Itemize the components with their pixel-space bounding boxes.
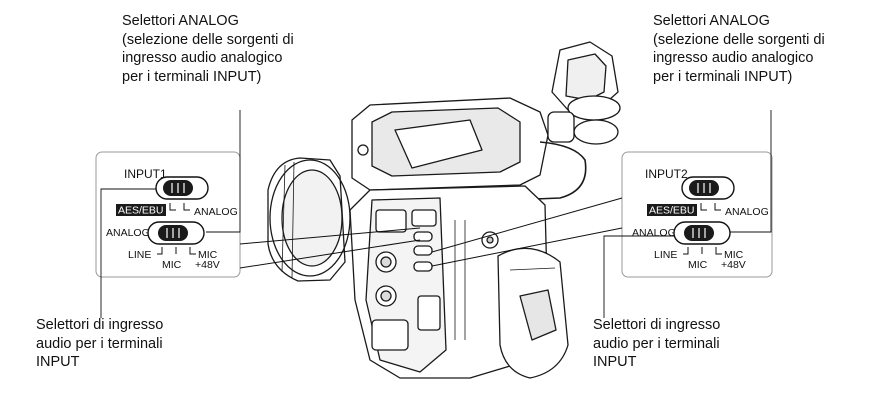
callout-line: ingresso audio analogico (122, 50, 283, 66)
callout-analog-selectors-left: Selettori ANALOG (selezione delle sorgen… (122, 12, 294, 86)
callout-line: per i terminali INPUT) (122, 68, 262, 85)
leader-bottom-left (100, 188, 156, 318)
input1-mic48-option: MIC (198, 249, 218, 261)
input2-mic-option: MIC (688, 259, 708, 271)
input1-label: INPUT1 (124, 167, 167, 181)
camera-illustration (267, 41, 621, 379)
callout-input-selectors-left: Selettori di ingresso audio per i termin… (36, 316, 163, 372)
input2-label: INPUT2 (645, 167, 688, 181)
input2-panel: INPUT2 AES/EBU ANALOG ANALOG LINE MIC MI… (621, 151, 773, 278)
input2-analog-switch (673, 221, 731, 245)
input2-source-switch (681, 176, 735, 200)
leader-top-right (730, 110, 772, 233)
input1-analog-option: ANALOG (194, 206, 238, 218)
input2-aes-badge (647, 204, 697, 216)
input2-aes-label: AES/EBU (649, 205, 695, 217)
callout-line: (selezione delle sorgenti di (653, 31, 825, 48)
camera-lens (267, 157, 351, 282)
input1-switch-label: ANALOG (106, 227, 150, 239)
callout-analog-selectors-right: Selettori ANALOG (selezione delle sorgen… (653, 12, 825, 86)
callout-line: INPUT (36, 354, 80, 370)
callout-line: Selettori ANALOG (653, 13, 770, 29)
input1-aes-label: AES/EBU (118, 205, 164, 217)
callout-line: audio per i terminali (593, 335, 720, 352)
input2-switch-label: ANALOG (632, 227, 676, 239)
callout-line: Selettori ANALOG (122, 13, 239, 29)
input1-line-option: LINE (128, 249, 151, 261)
callout-line: (selezione delle sorgenti di (122, 31, 294, 48)
input2-analog-option: ANALOG (725, 206, 769, 218)
leader-bottom-right (603, 235, 674, 318)
leader-lines (100, 110, 772, 318)
camera-monitor-mount (509, 41, 621, 201)
input2-line-option: LINE (654, 249, 677, 261)
camera-top-handle (351, 97, 549, 191)
leader-top-left (206, 110, 241, 233)
input2-mic48-option: MIC (724, 249, 744, 261)
zoom-wedges (239, 197, 623, 269)
callout-line: audio per i terminali (36, 335, 163, 352)
input1-mic-option: MIC (162, 259, 182, 271)
camera-grip (497, 247, 569, 379)
input1-plus48-option: +48V (195, 259, 220, 271)
callout-line: per i terminali INPUT) (653, 68, 793, 85)
callout-line: Selettori di ingresso (593, 317, 721, 333)
camera-body (349, 185, 549, 379)
input1-analog-switch (147, 221, 205, 245)
callout-line: INPUT (593, 354, 637, 370)
input1-aes-badge (116, 204, 166, 216)
input1-panel: INPUT1 AES/EBU ANALOG ANALOG LINE MIC MI… (95, 151, 241, 278)
callout-line: Selettori di ingresso (36, 317, 164, 333)
callout-input-selectors-right: Selettori di ingresso audio per i termin… (593, 316, 720, 372)
callout-line: ingresso audio analogico (653, 50, 814, 66)
input1-source-switch (155, 176, 209, 200)
input2-plus48-option: +48V (721, 259, 746, 271)
